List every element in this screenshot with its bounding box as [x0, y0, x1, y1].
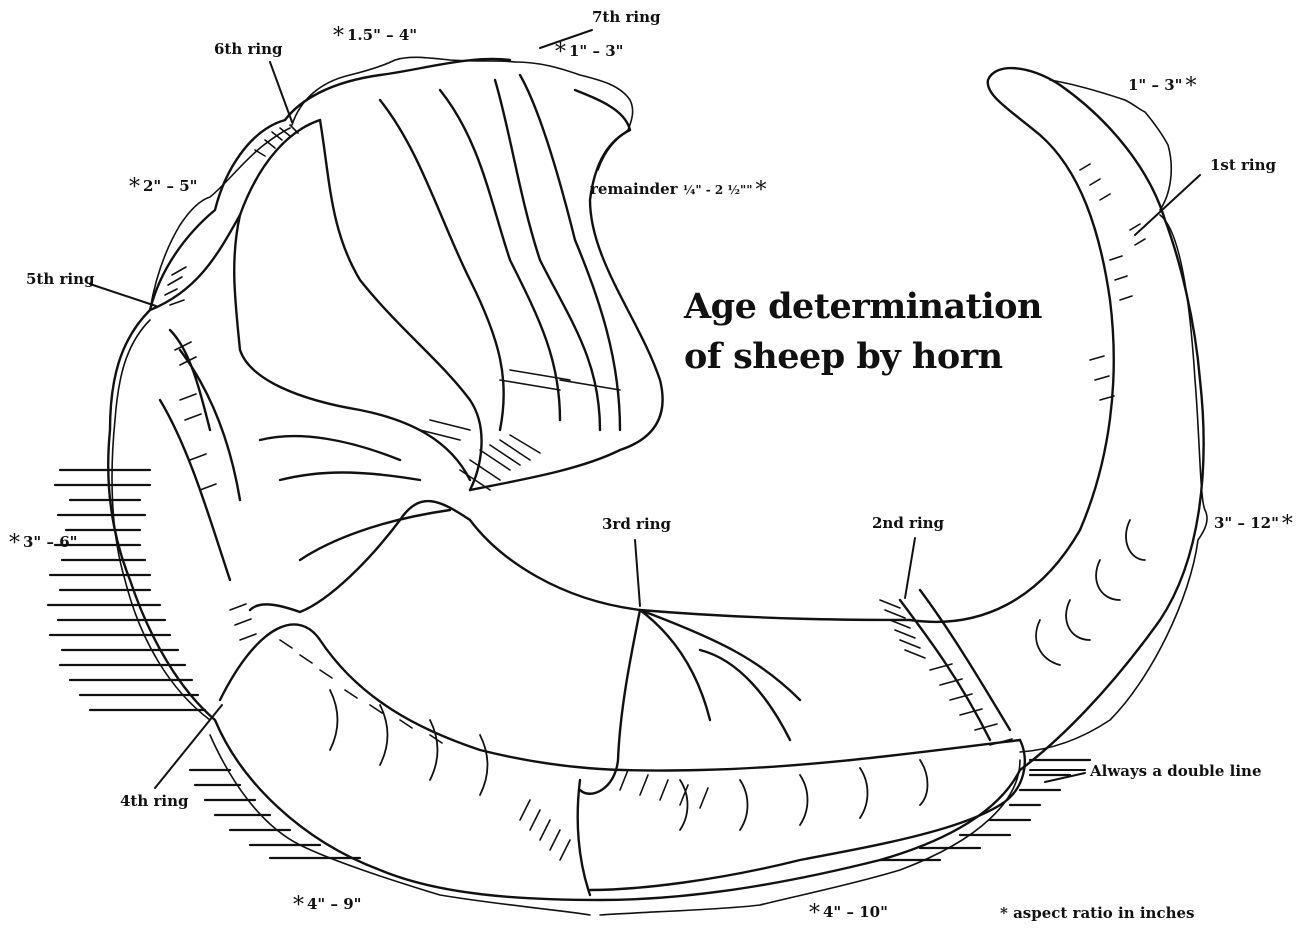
measure-value: 2" – 5": [143, 177, 197, 195]
star-icon: *: [293, 893, 304, 918]
star-icon: *: [9, 531, 20, 556]
measure-value: 1.5" – 4": [347, 26, 417, 44]
measure-value: 1" – 3": [569, 42, 623, 60]
title-line-1: Age determination: [684, 282, 1042, 332]
label-ring-4: 4th ring: [120, 794, 189, 809]
star-icon: *: [755, 178, 766, 203]
measure-first-to-second: 3" – 12"*: [1214, 514, 1296, 536]
ring-hatching: [165, 125, 1145, 860]
title-line-2: of sheep by horn: [684, 332, 1042, 382]
label-ring-5: 5th ring: [26, 272, 95, 287]
measure-third-to-fourth: *4" – 9": [290, 895, 361, 917]
leader-lines: [90, 30, 1200, 788]
star-icon: *: [333, 24, 344, 49]
label-ring-7: 7th ring: [592, 10, 661, 25]
label-ring-3: 3rd ring: [602, 517, 671, 532]
measure-value: 4" – 9": [307, 895, 361, 913]
measure-value: 3" – 12": [1214, 514, 1279, 532]
remainder-label: remainder: [590, 180, 678, 198]
scale-segments: [330, 520, 1145, 830]
measure-sixth-to-seventh: *1.5" – 4": [330, 26, 417, 48]
label-ring-6: 6th ring: [214, 42, 283, 57]
star-icon: *: [1282, 512, 1293, 537]
star-icon: *: [555, 40, 566, 65]
diagram-title: Age determination of sheep by horn: [684, 282, 1042, 382]
label-ring-2: 2nd ring: [872, 516, 944, 531]
label-ring-1: 1st ring: [1210, 158, 1276, 173]
note-double-line: Always a double line: [1090, 764, 1262, 779]
measure-value: 3" – 6": [23, 533, 77, 551]
star-icon: *: [1185, 74, 1196, 99]
measure-second-to-third: *4" – 10": [806, 903, 888, 925]
measure-value: 4" – 10": [823, 903, 888, 921]
remainder-value: ¼" - 2 ½"": [683, 183, 753, 197]
measure-fourth-to-fifth: *3" – 6": [6, 533, 77, 555]
measure-fifth-to-sixth: *2" – 5": [126, 177, 197, 199]
measure-seventh: *1" – 3": [552, 42, 623, 64]
footnote: * aspect ratio in inches: [1000, 906, 1194, 921]
star-icon: *: [129, 175, 140, 200]
measure-tip-value: 1" – 3": [1128, 76, 1182, 94]
star-icon: *: [809, 901, 820, 926]
measure-tip: 1" – 3"*: [1128, 76, 1199, 98]
measure-remainder: remainder ¼" - 2 ½""*: [590, 180, 769, 202]
